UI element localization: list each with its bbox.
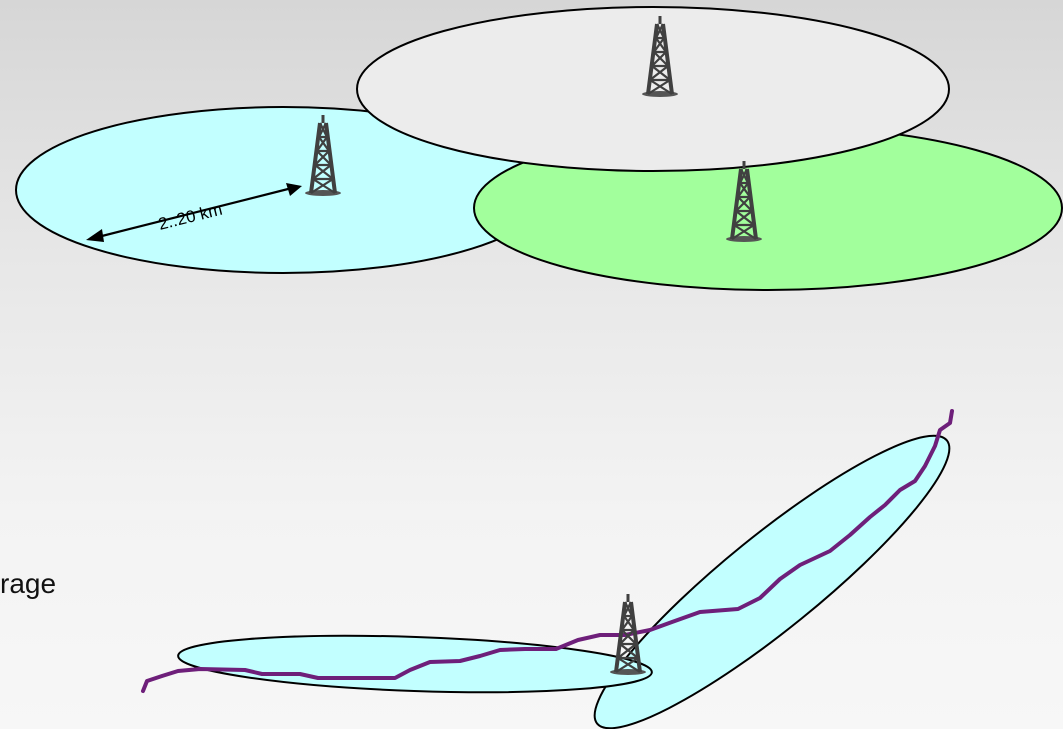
distance-arrow (86, 183, 302, 242)
partial-text: rage (0, 568, 57, 599)
sector-cell-diagonal (593, 434, 951, 729)
route-line (141, 409, 954, 693)
cell-top (356, 6, 950, 172)
